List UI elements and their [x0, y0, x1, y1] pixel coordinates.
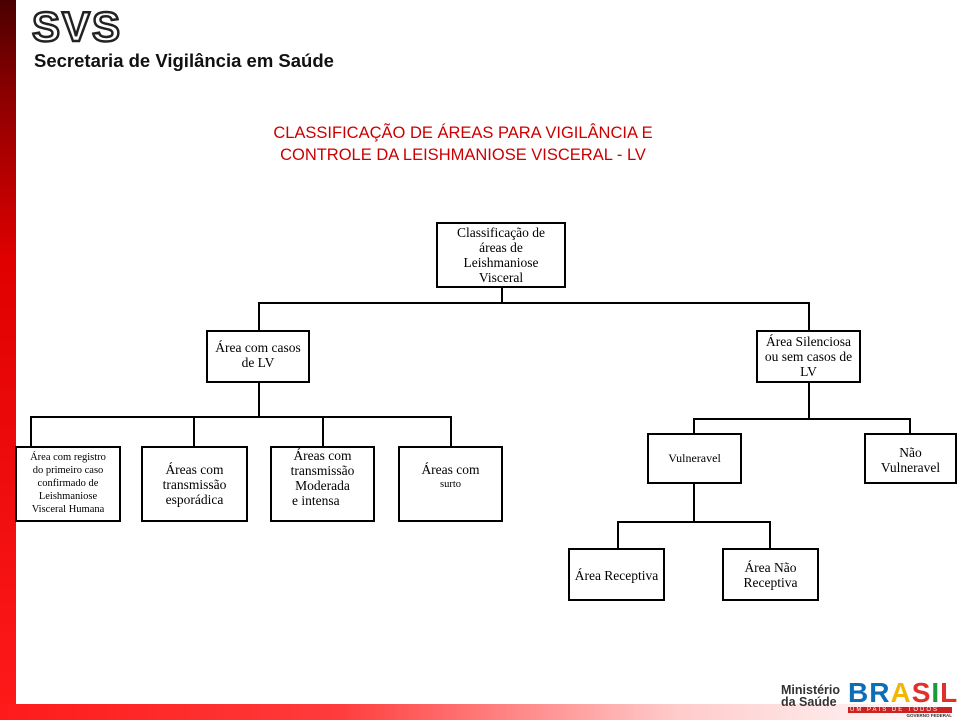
node-receptive-area: Área Receptiva [568, 548, 665, 601]
connector [617, 521, 619, 549]
connector [617, 521, 771, 523]
page-title: CLASSIFICAÇÃO DE ÁREAS PARA VIGILÂNCIA E… [228, 122, 698, 166]
node-text: Áreas com [293, 448, 352, 463]
connector [30, 416, 452, 418]
node-text: Área com casos [215, 340, 301, 355]
connector [450, 416, 452, 447]
brasil-word: BRASIL [848, 677, 957, 708]
node-text: transmissão [162, 477, 227, 492]
node-outbreak: Áreas com surto [398, 446, 503, 522]
node-text: Classificação de [456, 225, 546, 240]
node-text: LV [800, 364, 817, 379]
svs-subtitle: Secretaria de Vigilância em Saúde [34, 50, 334, 71]
node-moderate-transmission: Áreas com transmissão Moderada e intensa [270, 446, 375, 522]
connector [258, 382, 260, 417]
node-text: Vulneravel [880, 460, 941, 475]
connector [30, 416, 32, 447]
connector [808, 302, 810, 331]
node-text: Não [899, 445, 922, 460]
node-text: Áreas com [165, 462, 224, 477]
node-root-classification: Classificação de áreas de Leishmaniose V… [436, 222, 566, 288]
node-text: Visceral [478, 270, 524, 285]
node-text: Vulneravel [668, 451, 721, 465]
node-text: Leishmaniose [463, 255, 539, 270]
node-sporadic-transmission: Áreas com transmissão esporádica [141, 446, 248, 522]
connector [769, 521, 771, 549]
brasil-letter: A [890, 677, 912, 708]
node-text: esporádica [165, 492, 224, 507]
connector [193, 416, 195, 447]
node-text: surto [440, 479, 461, 490]
node-text: Área Receptiva [574, 568, 659, 583]
node-text: Área Não [744, 560, 797, 575]
connector [693, 418, 695, 434]
brasil-letter: L [940, 677, 959, 708]
brasil-letter: I [931, 677, 941, 708]
node-text: e intensa [292, 493, 340, 508]
node-vulnerable: Vulneravel [647, 433, 742, 484]
node-not-receptive-area: Área Não Receptiva [722, 548, 819, 601]
connector [693, 418, 911, 420]
node-text: de LV [241, 355, 275, 370]
node-text: Moderada [295, 478, 350, 493]
node-area-with-cases: Área com casos de LV [206, 330, 310, 383]
node-text: Áreas com [421, 462, 480, 477]
node-text: Visceral Humana [31, 504, 105, 515]
ministerio-line-2: da Saúde [781, 695, 837, 709]
connector [258, 302, 810, 304]
svs-logo: SVS [31, 3, 123, 50]
left-red-bar [0, 0, 16, 720]
connector [322, 416, 324, 447]
brasil-logo: BRASIL UM PAÍS DE TODOS GOVERNO FEDERAL [848, 677, 957, 718]
brasil-letter: S [911, 677, 932, 708]
brasil-gov: GOVERNO FEDERAL [906, 713, 952, 718]
title-line-1: CLASSIFICAÇÃO DE ÁREAS PARA VIGILÂNCIA E [273, 124, 653, 142]
connector [909, 418, 911, 434]
node-text: Leishmaniose [38, 491, 98, 502]
title-line-2: CONTROLE DA LEISHMANIOSE VISCERAL - LV [280, 146, 646, 164]
connector [693, 483, 695, 523]
node-text: áreas de [479, 240, 523, 255]
connector [258, 302, 260, 331]
bottom-red-bar [0, 704, 960, 720]
connector [808, 382, 810, 420]
brasil-tagline: UM PAÍS DE TODOS [848, 707, 952, 713]
node-text: confirmado de [37, 478, 99, 489]
ministerio-logo: Ministério da Saúde [781, 683, 841, 709]
node-silent-area: Área Silenciosa ou sem casos de LV [756, 330, 861, 383]
brasil-letter: BR [848, 677, 891, 708]
node-text: transmissão [290, 463, 355, 478]
node-text: Área Silenciosa [765, 334, 852, 349]
node-first-case-area: Área com registro do primeiro caso confi… [15, 446, 121, 522]
node-text: ou sem casos de [764, 349, 853, 364]
node-text: Área com registro [30, 452, 106, 463]
node-not-vulnerable: Não Vulneravel [864, 433, 957, 484]
connector [501, 285, 503, 304]
node-text: do primeiro caso [32, 465, 104, 476]
ministerio-line-1: Ministério [781, 683, 841, 697]
node-text: Receptiva [743, 575, 798, 590]
